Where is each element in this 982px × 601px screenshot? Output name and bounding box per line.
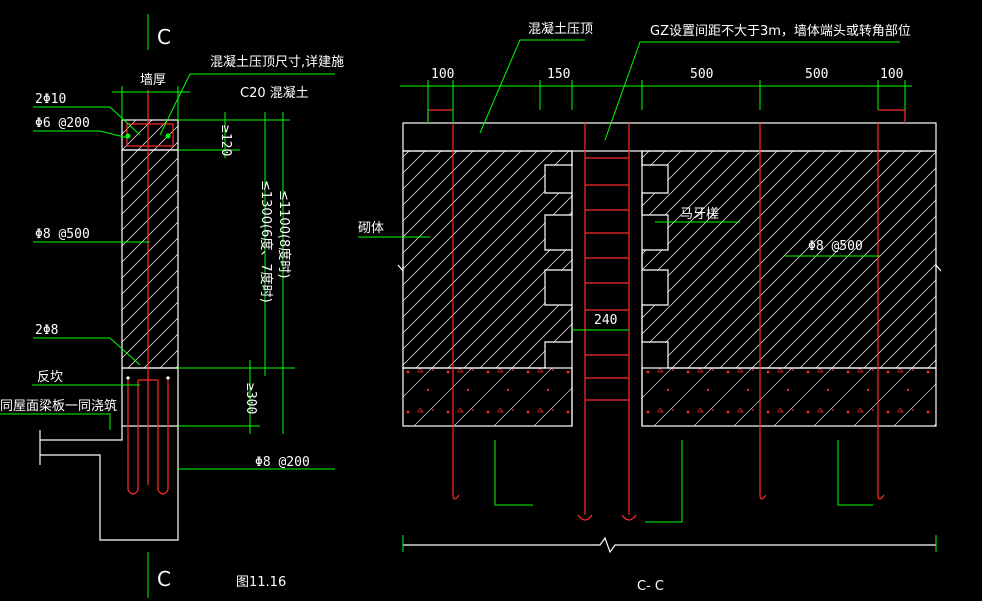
- wall-thickness-label: 墙厚: [140, 73, 166, 88]
- wall-outline: [121, 149, 179, 369]
- dim-top-2: 500: [690, 67, 713, 82]
- vertical-bars-label: Φ8 @500: [35, 227, 90, 242]
- stirrups-label: Φ6 @200: [35, 116, 90, 131]
- cap-label: 混凝土压顶: [528, 21, 593, 37]
- dim-top-4: 100: [880, 67, 903, 82]
- column-width: 240: [594, 313, 617, 328]
- flip-label: 反坎: [37, 370, 63, 385]
- curb-outline: [121, 367, 179, 427]
- dim-top-3: 500: [805, 67, 828, 82]
- section-title: C- C: [637, 579, 664, 594]
- concrete-grade: C20 混凝土: [240, 85, 309, 101]
- dim-height-2: ≤1100(8度时): [276, 190, 292, 278]
- section-mark-top: C: [157, 25, 171, 49]
- dim-cap: ≥120: [218, 125, 233, 156]
- dim-height-1: ≤1300(6度、7度时): [258, 180, 274, 303]
- right-masonry: [641, 150, 937, 369]
- slab-note: 同屋面梁板一同浇筑: [0, 398, 117, 414]
- right-section-detail: [358, 39, 942, 554]
- dim-top-1: 150: [547, 67, 570, 82]
- left-wall-detail: [0, 14, 335, 598]
- dim-curb: ≥300: [243, 383, 258, 414]
- top-bars-label: 2Φ10: [35, 92, 66, 107]
- figure-no: 图11.16: [236, 575, 286, 590]
- bar-label: Φ8 @500: [808, 239, 863, 254]
- cap-note: 混凝土压顶尺寸,详建施: [210, 54, 344, 70]
- toothing-label: 马牙槎: [680, 207, 719, 222]
- section-mark-bottom: C: [157, 567, 171, 591]
- wall-label: 砌体: [358, 221, 384, 236]
- gz-note: GZ设置间距不大于3m，墙体端头或转角部位: [650, 24, 911, 39]
- dowel-bars-label: Φ8 @200: [255, 455, 310, 470]
- left-masonry: [402, 150, 573, 369]
- dim-top-0: 100: [431, 67, 454, 82]
- bottom-bars-label: 2Φ8: [35, 323, 58, 338]
